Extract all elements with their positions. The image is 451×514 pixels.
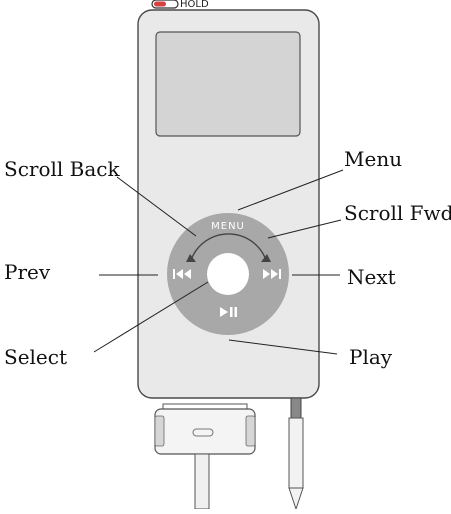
leader-play xyxy=(228,339,338,355)
wheel-menu-label: MENU xyxy=(211,221,245,232)
leader-menu xyxy=(237,169,344,211)
headphone-plug xyxy=(288,397,304,511)
leader-select xyxy=(93,281,209,353)
hold-label: HOLD xyxy=(180,0,209,10)
leader-scroll-fwd xyxy=(267,219,342,239)
callout-scroll-fwd: Scroll Fwd xyxy=(344,201,451,225)
scroll-back-arrowhead xyxy=(186,254,196,262)
prev-icon xyxy=(173,269,191,279)
callout-prev: Prev xyxy=(4,260,51,284)
scroll-arc-arrow xyxy=(190,233,267,261)
scroll-fwd-arrowhead xyxy=(261,254,271,262)
callout-scroll-back: Scroll Back xyxy=(4,157,120,181)
leader-scroll-back xyxy=(116,176,197,237)
next-icon xyxy=(263,269,281,279)
ipod-screen xyxy=(155,31,301,137)
callout-select: Select xyxy=(4,345,68,369)
select-button[interactable] xyxy=(207,253,249,295)
hold-switch xyxy=(151,0,179,9)
dock-connector xyxy=(154,403,256,510)
callout-menu: Menu xyxy=(344,147,403,171)
callout-play: Play xyxy=(349,345,393,369)
play-pause-icon xyxy=(220,307,237,317)
callout-next: Next xyxy=(347,265,396,289)
